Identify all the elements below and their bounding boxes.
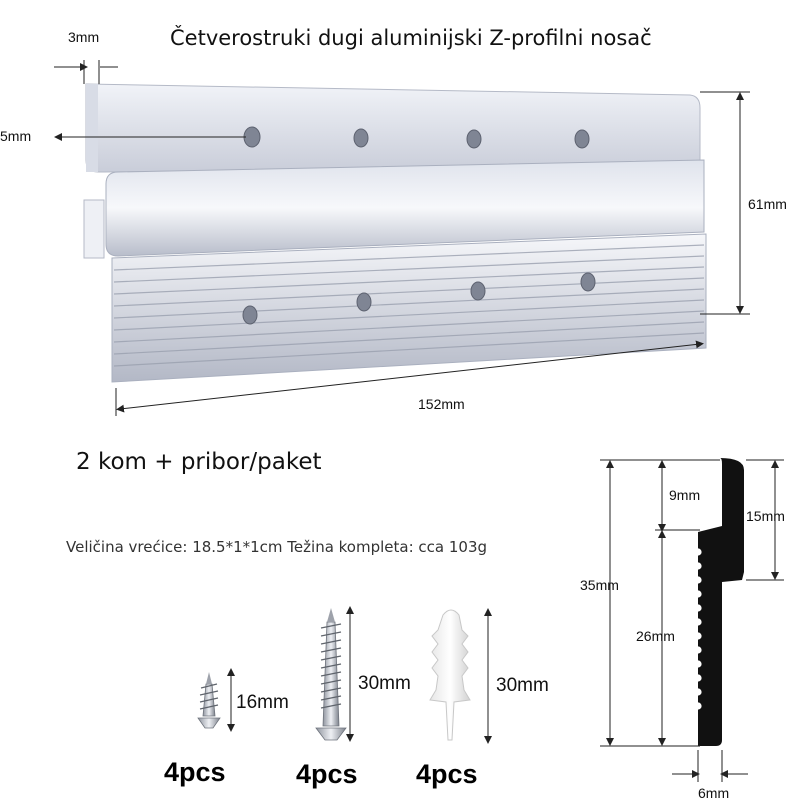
bundle-text: 2 kom + pribor/paket — [76, 449, 322, 475]
wall-anchor-illustration — [429, 609, 471, 741]
profile-width-label: 6mm — [698, 785, 730, 801]
anchor-qty: 4pcs — [416, 759, 478, 789]
profile-total-label: 35mm — [580, 577, 619, 593]
bracket-ribs — [113, 244, 705, 367]
profile-dimension-lines — [600, 459, 784, 782]
profile-lower-label: 26mm — [636, 628, 675, 644]
bracket-dimension-lines — [54, 60, 750, 416]
hole-size-label: 5mm — [0, 128, 32, 144]
profile-right-label: 15mm — [746, 508, 785, 524]
long-screw-qty: 4pcs — [296, 759, 358, 789]
lower-holes — [242, 272, 596, 325]
profile-top-label: 9mm — [669, 487, 701, 503]
long-screw-illustration — [315, 608, 347, 741]
z-profile-section — [694, 458, 744, 746]
short-screw-illustration — [197, 672, 221, 729]
short-screw-qty: 4pcs — [164, 757, 226, 787]
height-label: 61mm — [748, 196, 787, 212]
anchor-size: 30mm — [496, 675, 549, 696]
bag-info-text: Veličina vrećice: 18.5*1*1cm Težina komp… — [66, 538, 488, 556]
long-screw-size: 30mm — [358, 673, 411, 694]
product-title: Četverostruki dugi aluminijski Z-profiln… — [170, 26, 652, 50]
length-label: 152mm — [418, 396, 465, 412]
hardware-dimension-lines — [227, 606, 492, 744]
short-screw-size: 16mm — [236, 692, 289, 713]
thickness-label: 3mm — [68, 29, 100, 45]
z-bracket — [83, 83, 707, 383]
